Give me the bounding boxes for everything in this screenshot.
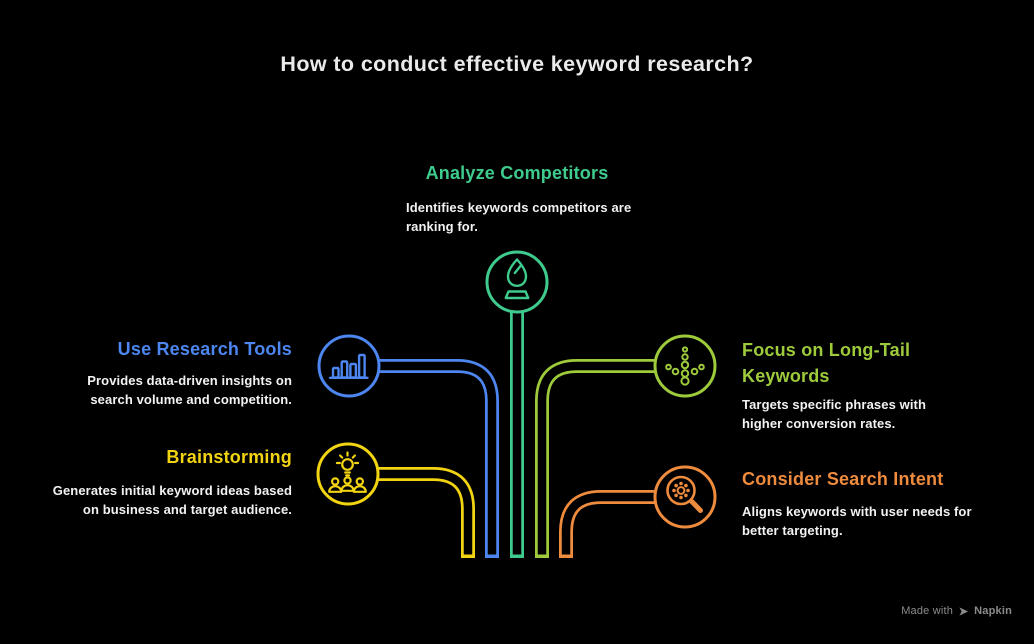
brainstorm-bulb-people-icon bbox=[328, 451, 367, 493]
connector-use-research-tools bbox=[349, 359, 499, 558]
watermark-prefix: Made with bbox=[901, 605, 954, 617]
node-description-use-research-tools: Provides data-driven insights on search … bbox=[87, 373, 292, 407]
napkin-logo-icon bbox=[959, 606, 969, 616]
node-label-brainstorming: Brainstorming bbox=[166, 447, 292, 467]
focus-on-long-tail-circle bbox=[653, 334, 717, 398]
node-description-consider-search-intent: Aligns keywords with user needs for bett… bbox=[742, 504, 972, 538]
node-label-consider-search-intent: Consider Search Intent bbox=[742, 469, 944, 489]
watermark-brand: Napkin bbox=[974, 605, 1012, 617]
made-with-napkin-badge: Made with Napkin bbox=[901, 605, 1012, 617]
brainstorming-circle bbox=[316, 442, 380, 506]
node-label-focus-on-long-tail-keywords: Focus on Long-Tail Keywords bbox=[742, 340, 911, 386]
analyze-competitors-circle bbox=[485, 250, 549, 314]
connector-focus-on-long-tail bbox=[535, 359, 685, 558]
page-title: How to conduct effective keyword researc… bbox=[280, 52, 754, 76]
use-research-tools-circle bbox=[317, 334, 381, 398]
connector-brainstorming bbox=[348, 467, 475, 558]
node-label-analyze-competitors: Analyze Competitors bbox=[425, 163, 609, 183]
magnifier-gear-icon bbox=[666, 475, 703, 513]
node-description-analyze-competitors: Identifies keywords competitors are rank… bbox=[406, 200, 632, 234]
connector-consider-search-intent bbox=[559, 490, 685, 558]
bar-chart-icon bbox=[328, 353, 369, 379]
long-tail-dots-icon bbox=[665, 346, 705, 386]
node-label-use-research-tools: Use Research Tools bbox=[117, 339, 292, 359]
consider-search-intent-circle bbox=[653, 465, 717, 529]
chess-bishop-icon bbox=[504, 258, 530, 300]
node-description-focus-on-long-tail-keywords: Targets specific phrases with higher con… bbox=[742, 397, 926, 431]
node-description-brainstorming: Generates initial keyword ideas based on… bbox=[52, 483, 292, 517]
